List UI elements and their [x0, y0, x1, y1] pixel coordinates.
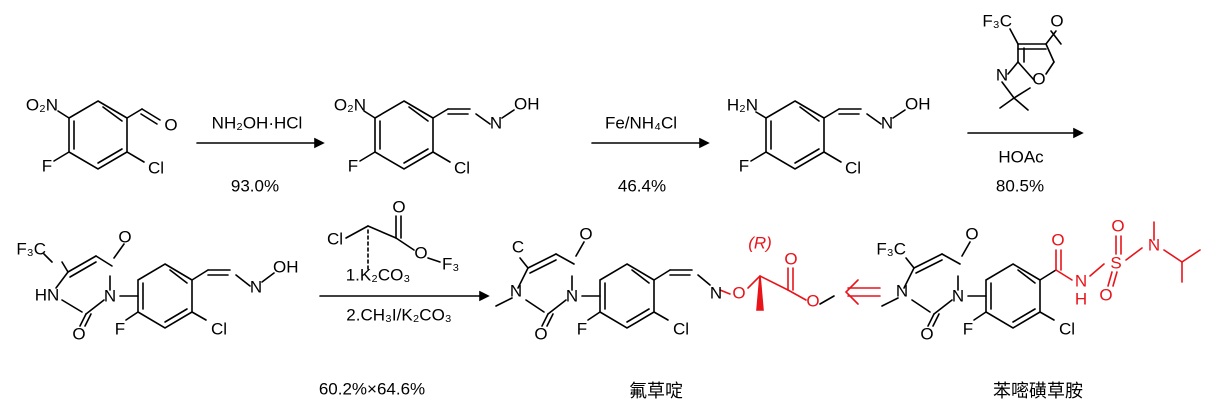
- atom-sulfamide-n: N: [1148, 235, 1160, 254]
- atom-oxime-n-product: N: [710, 283, 722, 302]
- atom-uracil-n1-saflufenacil: N: [896, 281, 908, 300]
- reaction-arrow-1: [196, 137, 325, 149]
- step3-reagent: HOAc: [998, 147, 1044, 166]
- atom-f3c-saflufenacil: F₃C: [876, 239, 906, 258]
- reaction-arrow-4: [319, 290, 490, 302]
- atom-sulfonyl-o-bottom: O: [1099, 285, 1112, 304]
- atom-sulfonyl-o-top: O: [1111, 216, 1124, 235]
- saflufenacil-sulfamide: [1055, 221, 1201, 287]
- atom-uracil-nh-4: HN: [35, 285, 60, 304]
- atom-uracil-o2-4: O: [72, 324, 85, 343]
- reaction-arrow-3: [967, 127, 1084, 139]
- atom-f-2: F: [348, 156, 358, 175]
- compound-uracil-oxime: [43, 243, 275, 329]
- atom-cl-saflufenacil: Cl: [1059, 319, 1075, 338]
- atom-uracil-n1-product: N: [510, 281, 522, 300]
- atom-oxazinone-n: N: [996, 65, 1008, 84]
- compound-name-flufenpyr: 氟草啶: [629, 381, 683, 402]
- compound-oxazinone-reagent: [999, 28, 1062, 111]
- atom-f-1: F: [42, 156, 52, 175]
- compound-name-saflufenacil: 苯嘧磺草胺: [993, 381, 1083, 402]
- stereo-label-r: (R): [748, 233, 772, 252]
- step4-yield: 60.2%×64.6%: [319, 379, 425, 398]
- step4-reagent-1: 1.K₂CO₃: [346, 265, 411, 284]
- atom-cl-3: Cl: [845, 158, 861, 177]
- atom-cl-2: Cl: [454, 158, 470, 177]
- atom-uracil-n3-saflufenacil: N: [952, 286, 964, 305]
- atom-cl-reagent: Cl: [327, 229, 343, 248]
- step2-yield: 46.4%: [618, 176, 666, 195]
- atom-f-saflufenacil: F: [963, 319, 973, 338]
- atom-f3c-oxazinone: F₃C: [982, 11, 1012, 30]
- product-ester-sidechain: [719, 267, 807, 311]
- step1-reagent: NH₂OH·HCl: [212, 113, 303, 132]
- atom-ester-carbonyl-o-reagent: O: [392, 197, 405, 216]
- reaction-arrow-2: [591, 137, 710, 149]
- compound-amino-oxime: [750, 100, 906, 170]
- atom-uracil-o4-4: O: [118, 227, 131, 246]
- atom-oxime-n-4: N: [250, 277, 262, 296]
- atom-f-product: F: [577, 319, 587, 338]
- atom-oxime-n-3: N: [881, 113, 893, 132]
- atom-uracil-n3-4: N: [104, 286, 116, 305]
- atom-oxime-oh-3: OH: [905, 94, 931, 113]
- atom-ester-f3: F₃: [442, 254, 459, 273]
- atom-cl-product: Cl: [673, 319, 689, 338]
- step3-yield: 80.5%: [996, 176, 1044, 195]
- atom-uracil-o4-product: O: [579, 224, 592, 243]
- step1-yield: 93.0%: [231, 176, 279, 195]
- atom-aldehyde-o: O: [164, 115, 177, 134]
- compound-saflufenacil: [881, 241, 1057, 329]
- atom-uracil-n3-product: N: [566, 286, 578, 305]
- atom-f3c-4: F₃C: [16, 239, 46, 258]
- atom-product-c: C: [512, 237, 524, 256]
- atom-uracil-o2-product: O: [534, 324, 547, 343]
- step2-reagent: Fe/NH₄Cl: [605, 113, 677, 132]
- atom-ester-o-reagent: O: [414, 243, 427, 262]
- compound-chloroester-reagent: [345, 215, 441, 271]
- retro-arrow: [844, 279, 881, 305]
- atom-nitro-1: O₂N: [26, 95, 58, 114]
- atom-sulfur: S: [1110, 253, 1121, 272]
- compound-product-ester: [495, 241, 711, 329]
- atom-f-4: F: [115, 319, 125, 338]
- atom-amide-o: O: [1051, 230, 1064, 249]
- atom-ester-carbonyl-o-product: O: [784, 249, 797, 268]
- atom-amide-h: H: [1075, 289, 1087, 308]
- atom-oxime-o-product: O: [732, 283, 745, 302]
- atom-f-3: F: [739, 156, 749, 175]
- atom-cl-4: Cl: [211, 319, 227, 338]
- step4-reagent-2: 2.CH₃I/K₂CO₃: [346, 305, 451, 324]
- atom-oxime-n-2: N: [490, 113, 502, 132]
- atom-uracil-o2-saflufenacil: O: [920, 324, 933, 343]
- atom-amide-n: N: [1075, 271, 1087, 290]
- atom-oxime-oh-4: OH: [273, 257, 299, 276]
- atom-ester-o-product: O: [806, 291, 819, 310]
- atom-oxazinone-carbonyl-o: O: [1050, 11, 1063, 30]
- atom-cl-1: Cl: [148, 158, 164, 177]
- atom-nitro-2: O₂N: [334, 95, 366, 114]
- atom-oxime-oh-2: OH: [514, 94, 540, 113]
- compound-nitro-oxime: [359, 100, 515, 170]
- atom-amine: H₂N: [727, 95, 758, 114]
- atom-uracil-o4-saflufenacil: O: [965, 224, 978, 243]
- product-ester-methyl: [819, 295, 835, 305]
- atom-oxazinone-ring-o: O: [1032, 69, 1045, 88]
- compound-nitro-aldehyde: [53, 100, 161, 170]
